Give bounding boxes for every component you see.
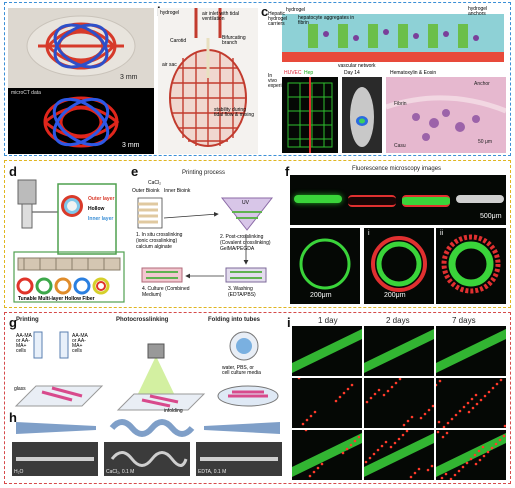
c-fibrin: Fibrin bbox=[394, 101, 407, 107]
f-cross-section-2: i 200μm bbox=[364, 228, 434, 304]
f-fiber-brightfield bbox=[456, 195, 504, 203]
g-water: water, PBS, or cell culture media bbox=[222, 365, 261, 376]
panel-c-schematic: Hepatic hydrogel carriers hydrogel hepat… bbox=[268, 6, 508, 70]
f-cross-section-1: 200μm bbox=[290, 228, 360, 304]
f-fiber-green bbox=[294, 195, 342, 203]
e-outer-bioink: Outer Bioink bbox=[132, 188, 160, 194]
f-fiber-red bbox=[348, 195, 396, 207]
f-scale-bm: 200μm bbox=[384, 292, 406, 299]
h-cap2: CaCl₂, 0.1 M bbox=[106, 469, 135, 475]
h-img-1: H₂O bbox=[12, 442, 98, 476]
label-d: d bbox=[9, 164, 17, 179]
b-carotid: Carotid bbox=[170, 38, 187, 44]
panel-b-lung-model: hydrogel air inlet with tidal ventilatio… bbox=[158, 8, 258, 154]
i-day2: 2 days bbox=[386, 316, 410, 325]
c-side-label: Hepatic hydrogel carriers bbox=[268, 11, 288, 27]
c-vascular: vascular network bbox=[338, 63, 376, 69]
label-g: g bbox=[9, 315, 17, 330]
e-step1: 1. In situ crosslinking (ionic crosslink… bbox=[136, 232, 183, 250]
i-tile bbox=[292, 430, 362, 480]
f-fiber-row: 500μm bbox=[290, 175, 506, 225]
c-fluor-image bbox=[282, 77, 338, 153]
microct-caption: microCT data bbox=[11, 90, 41, 96]
h-img-3: EDTA, 0.1 M bbox=[196, 442, 282, 476]
panel-c-images: In vivo experiment HUVEC Hep Day 14 Hema… bbox=[268, 70, 508, 154]
f-cross-section-3: ii bbox=[436, 228, 506, 304]
label-h: h bbox=[9, 410, 17, 425]
e-step2: 2. Post-crosslinking (Covalent crosslink… bbox=[220, 234, 271, 252]
c-he-image: Anchor Fibrin Casu 50 μm bbox=[386, 77, 506, 153]
panel-g-schematic: Printing Photocrosslinking Folding into … bbox=[12, 316, 284, 416]
i-tile bbox=[364, 430, 434, 480]
i-day1: 1 day bbox=[318, 316, 338, 325]
g-glass: glass bbox=[14, 386, 26, 392]
h-img-2: CaCl₂, 0.1 M bbox=[104, 442, 190, 476]
d-outer: Outer layer bbox=[88, 196, 115, 202]
h-cap1: H₂O bbox=[14, 469, 24, 475]
panel-a-photo: 3 mm bbox=[8, 8, 154, 88]
h-cap3: EDTA, 0.1 M bbox=[198, 469, 227, 475]
label-c: c bbox=[261, 4, 269, 19]
row-abc bbox=[4, 2, 511, 156]
b-stability: stability during tidal flow & mixing bbox=[214, 107, 255, 118]
i-day7: 7 days bbox=[452, 316, 476, 325]
e-title: Printing process bbox=[182, 170, 226, 176]
f-scale-top: 500μm bbox=[480, 213, 502, 220]
f-i: i bbox=[368, 230, 370, 237]
c-hydrogel: hydrogel bbox=[286, 7, 306, 13]
d-caption: Tunable Multi-layer Hollow Fiber bbox=[18, 296, 95, 302]
panel-e-process: Printing process CaCl₂ Outer Bioink Inne… bbox=[132, 168, 282, 304]
e-step3: 3. Washing (EDTA/PBS) bbox=[228, 286, 256, 298]
panel-a-microct: microCT data 3 mm bbox=[8, 88, 154, 154]
i-tile bbox=[436, 430, 506, 480]
c-he-title: Hematoxylin & Eosin bbox=[390, 70, 437, 76]
c-day14: Day 14 bbox=[344, 70, 360, 76]
g-folding: Folding into tubes bbox=[208, 317, 260, 323]
g-infolding: infolding bbox=[164, 408, 183, 414]
e-cacl2: CaCl₂ bbox=[148, 180, 162, 186]
label-e: e bbox=[131, 164, 139, 179]
e-inner-bioink: Inner Bioink bbox=[164, 188, 191, 194]
c-invivo: In vivo experiment bbox=[268, 73, 293, 89]
i-tile bbox=[364, 378, 434, 428]
c-casu: Casu bbox=[394, 143, 406, 149]
panel-d-schematic: Outer layer Hollow Inner layer Tunable M… bbox=[10, 172, 128, 304]
row-def bbox=[4, 160, 511, 308]
d-hollow: Hollow bbox=[88, 206, 105, 212]
c-anchor: Anchor bbox=[474, 81, 490, 87]
c-ivis-image bbox=[342, 77, 382, 153]
e-uv: UV bbox=[242, 200, 249, 206]
i-tile bbox=[436, 378, 506, 428]
label-i: i bbox=[287, 315, 291, 330]
c-huvec: HUVEC bbox=[284, 70, 302, 76]
row-ghi bbox=[4, 312, 511, 484]
c-scale: 50 μm bbox=[478, 139, 492, 145]
d-inner: Inner layer bbox=[88, 216, 114, 222]
label-f: f bbox=[285, 164, 290, 179]
i-tile bbox=[292, 326, 362, 376]
i-tile bbox=[364, 326, 434, 376]
g-ink2: AA-MA or AA-MA+ cells bbox=[72, 333, 88, 354]
i-tile bbox=[292, 378, 362, 428]
g-ink1: AA-MA or AA-MA+ cells bbox=[16, 333, 32, 354]
f-fiber-merge bbox=[402, 195, 450, 207]
panel-i-grid bbox=[292, 326, 506, 480]
b-bifurcating: Bifurcating branch bbox=[222, 35, 246, 46]
f-scale-bl: 200μm bbox=[310, 292, 332, 299]
f-title: Fluorescence microscopy images bbox=[352, 166, 442, 172]
c-hepatocyte: hepatocyte aggregates in fibrin bbox=[298, 15, 355, 26]
f-ii: ii bbox=[440, 230, 444, 237]
b-air-inlet: air inlet with tidal ventilation bbox=[202, 11, 239, 22]
panel-h-images: H₂O CaCl₂, 0.1 M EDTA, 0.1 M bbox=[12, 416, 284, 478]
g-photo: Photocrosslinking bbox=[116, 317, 169, 323]
b-hydrogel: hydrogel bbox=[160, 10, 180, 16]
g-printing: Printing bbox=[16, 317, 39, 323]
i-tile bbox=[436, 326, 506, 376]
e-step4: 4. Culture (Combined Medium) bbox=[142, 286, 190, 298]
c-anchors: hydrogel anchors bbox=[468, 6, 488, 17]
scale-a-top: 3 mm bbox=[120, 74, 138, 81]
c-hep: Hep bbox=[304, 70, 314, 76]
b-air-sac: air sac bbox=[162, 62, 177, 68]
scale-a-bottom: 3 mm bbox=[122, 142, 140, 149]
